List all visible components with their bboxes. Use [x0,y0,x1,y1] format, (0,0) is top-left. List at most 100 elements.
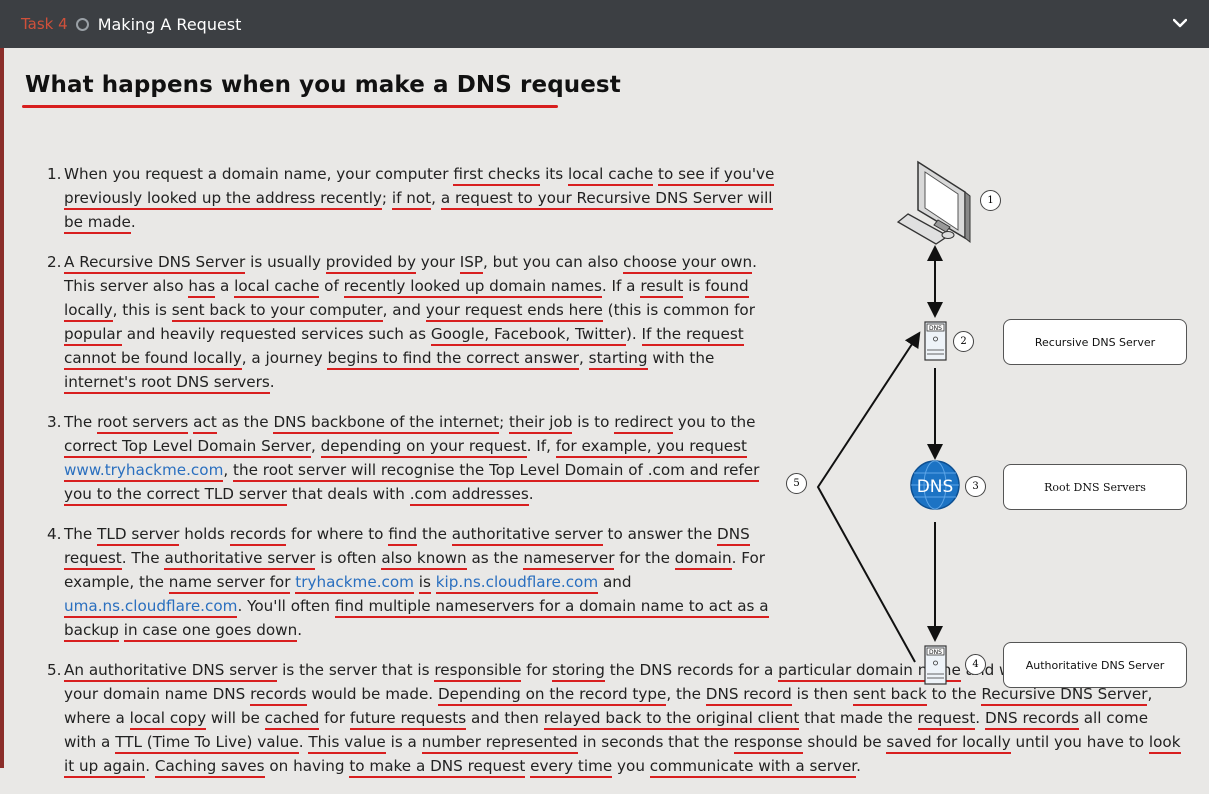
step-number-2: 2 [953,331,974,352]
underlined-phrase: An authoritative DNS server [64,661,278,682]
root-dns-servers-label: Root DNS Servers [1003,464,1187,510]
heading-underline-annotation [22,105,558,108]
underlined-phrase: if not [391,189,432,210]
chevron-down-icon[interactable] [1173,16,1187,30]
underlined-phrase: redirect [614,413,673,434]
arrow-4-to-2-return [816,331,921,663]
step-number-3: 3 [965,476,986,497]
underlined-phrase: begins to find the correct answer [327,349,580,370]
underlined-phrase: relayed back to the original client [543,709,800,730]
steps-list: 1.When you request a domain name, your c… [47,162,1181,794]
underlined-phrase: name server for [168,573,291,594]
underlined-phrase: sent back [852,685,927,706]
underlined-phrase: your request ends here [425,301,603,322]
svg-text:DNS: DNS [929,325,942,332]
step-number-1: 1 [980,190,1001,211]
underlined-phrase: popular [64,325,122,346]
step-item: 4.The TLD server holds records for where… [47,522,787,642]
underlined-phrase: records [229,525,287,546]
dns-diagram: DNS DNS DNS 1 2 3 4 5 Recursive DNS [780,150,1209,710]
underlined-phrase: particular domain name [778,661,961,682]
step-link[interactable]: tryhackme.com [295,573,414,594]
underlined-phrase: their job [509,413,573,434]
authoritative-server-icon: DNS [924,645,947,685]
step-link[interactable]: kip.ns.cloudflare.com [435,573,599,594]
underlined-phrase: storing [552,661,605,682]
step-number: 2. [47,253,62,271]
underlined-phrase: local cache [568,165,654,186]
underlined-phrase: local cache [234,277,320,298]
underlined-phrase: request [917,709,976,730]
underlined-phrase: responsible [434,661,522,682]
task-title: Making A Request [97,14,242,34]
underlined-phrase: DNS backbone of the internet [273,413,500,434]
task-header[interactable]: Task 4 Making A Request [0,0,1209,48]
underlined-phrase: has [188,277,216,298]
underlined-phrase: authoritative server [164,549,316,570]
step-link[interactable]: www.tryhackme.com [64,461,224,482]
underlined-phrase: Recursive DNS Server [981,685,1148,706]
underlined-phrase: act [193,413,217,434]
underlined-phrase: local copy [129,709,207,730]
svg-text:DNS: DNS [917,477,954,497]
step-number-4: 4 [965,654,986,675]
step-number: 3. [47,413,62,431]
underlined-phrase: recently looked up domain names [343,277,602,298]
recursive-dns-server-label: Recursive DNS Server [1003,319,1187,365]
underlined-phrase: TTL (Time To Live) value [115,733,299,754]
underlined-phrase: domain [674,549,732,570]
underlined-phrase: records [250,685,307,706]
underlined-phrase: ISP [459,253,484,274]
underlined-phrase: number represented [421,733,578,754]
step-link[interactable]: uma.ns.cloudflare.com [64,597,238,618]
underlined-phrase: find [388,525,418,546]
underlined-phrase: first checks [453,165,541,186]
underlined-phrase: If the request cannot be found locally [64,325,744,370]
authoritative-dns-server-label: Authoritative DNS Server [1003,642,1187,688]
underlined-phrase: provided by [325,253,416,274]
underlined-phrase: nameserver [523,549,615,570]
underlined-phrase: also known [381,549,467,570]
underlined-phrase: future requests [349,709,467,730]
underlined-phrase: cached [264,709,320,730]
underlined-phrase: root servers [97,413,189,434]
underlined-phrase: find multiple nameservers for a domain n… [64,597,769,642]
step-number: 4. [47,525,62,543]
underlined-phrase: saved for locally [886,733,1011,754]
underlined-phrase: is [418,573,431,594]
underlined-phrase: response [733,733,803,754]
underlined-phrase: to see if you've previously looked up th… [64,165,775,210]
underlined-phrase: .com addresses [409,485,529,506]
underlined-phrase: choose your own [623,253,753,274]
underlined-phrase: in case one goes down [123,621,298,642]
underlined-phrase: A Recursive DNS Server [64,253,246,274]
task-status-icon [75,17,89,31]
underlined-phrase: found locally [64,277,749,322]
underlined-phrase: Depending on the record type [437,685,667,706]
underlined-phrase: correct Top Level Domain Server [64,437,311,458]
step-number: 1. [47,165,62,183]
computer-icon [896,160,971,245]
underlined-phrase: result [640,277,684,298]
underlined-phrase: a request to your Recursive DNS Server w… [64,189,773,234]
step-item: 1.When you request a domain name, your c… [47,162,787,234]
task-number: Task 4 [21,15,68,33]
underlined-phrase: sent back to your computer [171,301,383,322]
underlined-phrase: the root server will recognise the Top L… [64,461,760,506]
step-item: 3.The root servers act as the DNS backbo… [47,410,787,506]
recursive-server-icon: DNS [924,321,947,361]
step-item: 2.A Recursive DNS Server is usually prov… [47,250,787,394]
underlined-phrase: DNS request [64,525,750,570]
underlined-phrase: starting [588,349,648,370]
underlined-phrase: authoritative server [451,525,603,546]
task-accent-bar [0,48,4,768]
underlined-phrase: TLD server [97,525,180,546]
step-number-5: 5 [786,473,807,494]
step-number: 5. [47,661,62,679]
underlined-phrase: DNS records [984,709,1079,730]
underlined-phrase: internet's root DNS servers [64,373,270,394]
underlined-phrase: DNS record [705,685,792,706]
dns-globe-icon: DNS [910,460,960,510]
svg-text:DNS: DNS [929,649,942,656]
underlined-phrase: depending on your request [320,437,527,458]
